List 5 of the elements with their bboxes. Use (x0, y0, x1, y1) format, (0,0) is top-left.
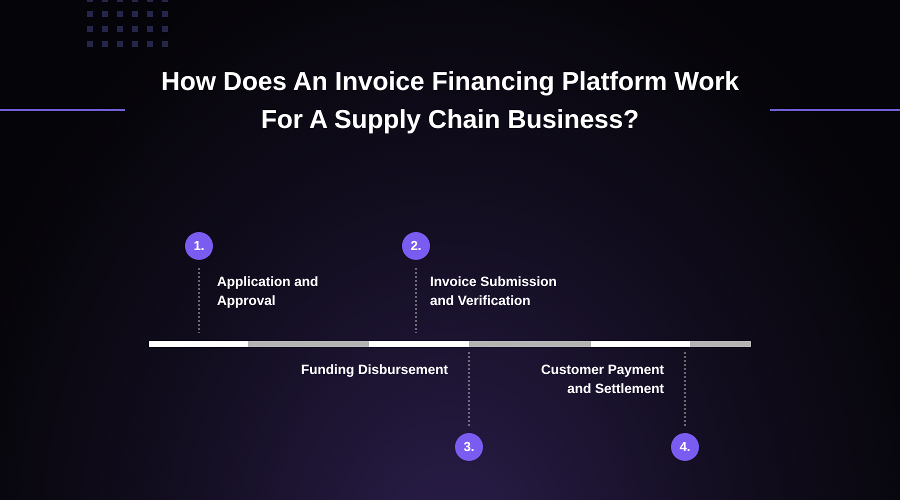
step-label: Application and Approval (217, 272, 347, 310)
step-label: Funding Disbursement (258, 360, 448, 379)
step-label: Invoice Submission and Verification (430, 272, 580, 310)
step-label: Customer Payment and Settlement (519, 360, 664, 398)
title: How Does An Invoice Financing Platform Work For A Supply Chain Business? (160, 65, 740, 136)
